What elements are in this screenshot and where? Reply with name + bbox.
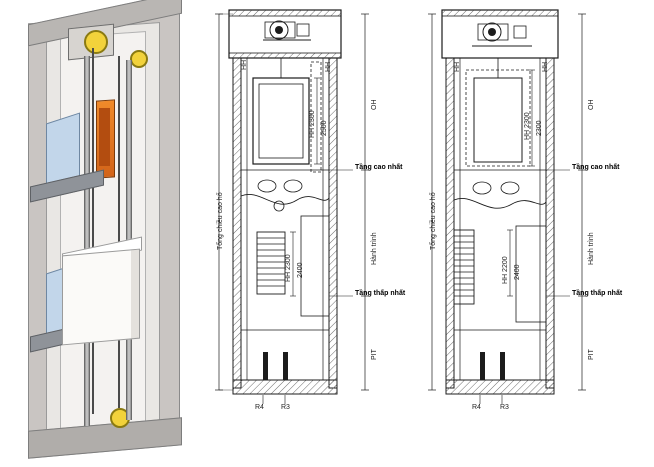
label-hh-value-3: HH 2300 bbox=[524, 112, 531, 140]
elevator-car bbox=[62, 248, 140, 346]
deflector-sheave-icon bbox=[130, 50, 148, 68]
label-overall-height-2: Tổng chiều cao hố bbox=[217, 192, 224, 250]
label-dim-2300: 2300 bbox=[536, 120, 543, 136]
label-oh-3: OH bbox=[588, 99, 595, 111]
label-pit-3: PIT bbox=[588, 349, 595, 360]
label-hh-right-3: HH bbox=[542, 61, 549, 72]
label-oh-2: OH bbox=[371, 99, 378, 111]
panel-isometric-cutaway bbox=[0, 0, 210, 467]
label-hh2-value-3: HH 2200 bbox=[502, 256, 509, 284]
label-r3-3: R3 bbox=[500, 404, 509, 411]
label-r3-2: R3 bbox=[281, 404, 290, 411]
hoist-rope bbox=[118, 56, 120, 408]
label-bottom-floor-2: Tầng thấp nhất bbox=[355, 290, 406, 297]
label-hh-3: HH bbox=[454, 61, 461, 72]
label-dim-2400: 2400 bbox=[297, 262, 304, 278]
hoist-rope bbox=[92, 48, 94, 414]
traction-sheave-icon bbox=[84, 30, 108, 54]
label-top-floor-2: Tầng cao nhất bbox=[355, 164, 403, 171]
label-r4-3: R4 bbox=[472, 404, 481, 411]
section-drawing-2 bbox=[215, 9, 369, 404]
label-travel-2: Hành trình bbox=[371, 232, 378, 265]
label-top-floor-3: Tầng cao nhất bbox=[572, 164, 620, 171]
guide-rail bbox=[84, 56, 90, 426]
section-drawing-3 bbox=[428, 9, 586, 404]
shaft-cavity bbox=[60, 30, 146, 438]
label-pit-2: PIT bbox=[371, 349, 378, 360]
label-hh2-value-2: HH 2300 bbox=[285, 254, 292, 282]
counterweight-core bbox=[99, 108, 110, 166]
label-travel-3: Hành trình bbox=[588, 232, 595, 265]
label-dim-2500: 2500 bbox=[321, 120, 328, 136]
label-hh-value-2: HH 2300 bbox=[309, 110, 316, 138]
label-r4-2: R4 bbox=[255, 404, 264, 411]
panel-section-machine-room: Tổng chiều cao hố OH Hành trình PIT HH H… bbox=[205, 0, 425, 467]
label-dim-2400-3: 2400 bbox=[514, 264, 521, 280]
panel-section-machine-roomless: Tổng chiều cao hố OH Hành trình PIT HH H… bbox=[420, 0, 654, 467]
label-bottom-floor-3: Tầng thấp nhất bbox=[572, 290, 623, 297]
label-hh-right-2: HH bbox=[325, 61, 332, 72]
label-overall-height-3: Tổng chiều cao hố bbox=[430, 192, 437, 250]
label-hh-2: HH bbox=[241, 59, 248, 70]
